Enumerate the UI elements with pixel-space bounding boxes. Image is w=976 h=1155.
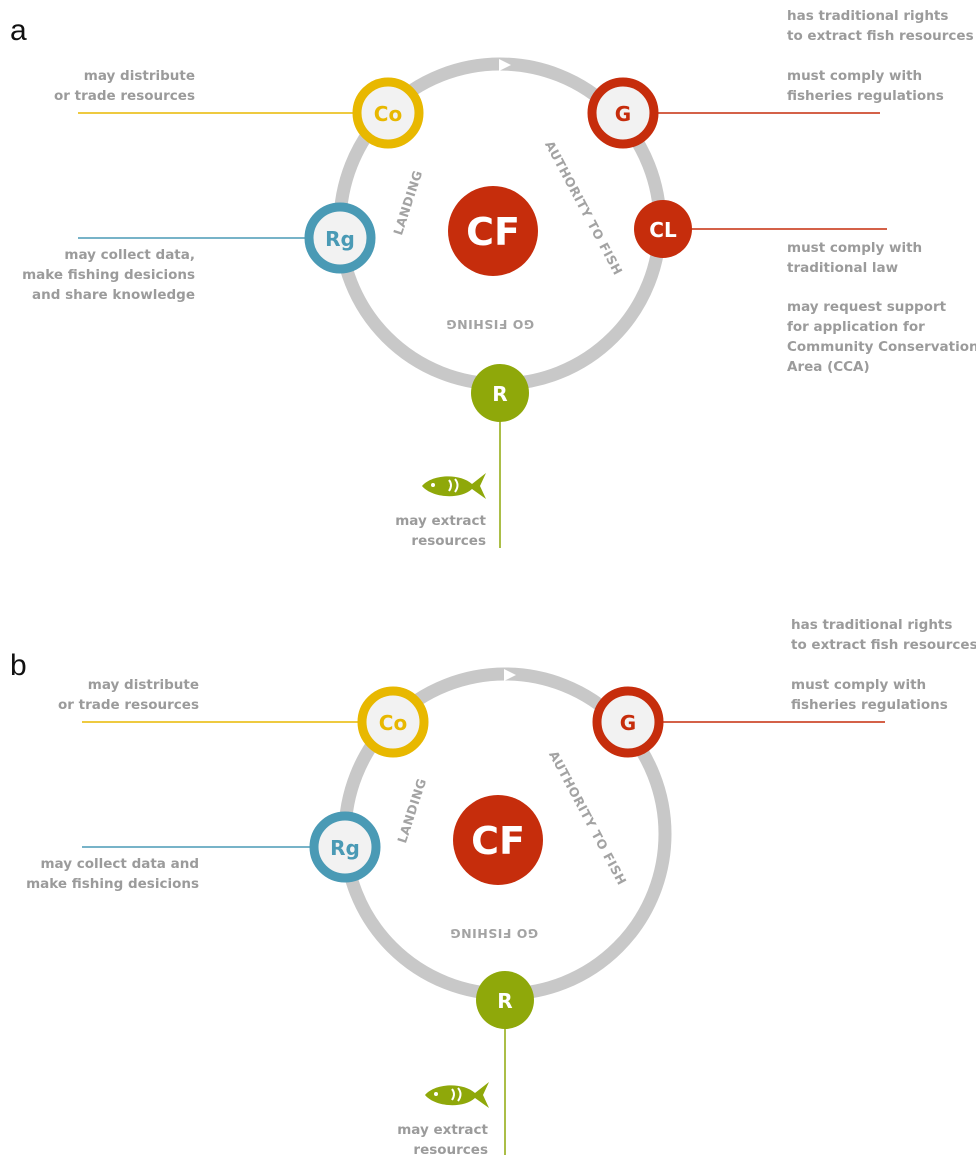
fish-icon [422, 473, 486, 499]
note-line: fisheries regulations [787, 88, 944, 104]
node-rg-label: Rg [325, 227, 355, 251]
note-line: fisheries regulations [791, 697, 948, 713]
note-line: may collect data, [64, 247, 195, 263]
node-co-label: Co [374, 102, 402, 126]
note-cl-law: must comply with traditional law [787, 240, 922, 276]
cycle-label-go-fishing: GO FISHING [450, 926, 538, 941]
cf-label: CF [466, 210, 520, 254]
node-g: G [592, 686, 664, 758]
note-g-rights: has traditional rights to extract fish r… [791, 617, 976, 653]
note-line: has traditional rights [791, 617, 952, 633]
node-g: G [587, 77, 659, 149]
node-rg: Rg [309, 811, 381, 883]
note-line: Area (CCA) [787, 359, 870, 375]
cycle-label-landing: LANDING [394, 776, 429, 845]
panel-letter: b [10, 649, 27, 682]
panel-a: a CF LANDING AUTHORITY TO FISH GO FISHIN… [10, 8, 976, 549]
note-line: Community Conservation [787, 339, 976, 355]
cf-node [453, 795, 543, 885]
note-line: may distribute [84, 68, 195, 84]
cycle-label-authority: AUTHORITY TO FISH [546, 748, 630, 887]
note-line: may collect data and [40, 856, 199, 872]
cycle-label-go-fishing: GO FISHING [446, 317, 534, 332]
cf-node [448, 186, 538, 276]
note-line: or trade resources [54, 88, 195, 104]
note-line: and share knowledge [32, 287, 195, 303]
note-line: make fishing desicions [22, 267, 195, 283]
note-co: may distribute or trade resources [58, 677, 199, 713]
node-r-label: R [492, 382, 507, 406]
note-line: must comply with [791, 677, 926, 693]
note-line: or trade resources [58, 697, 199, 713]
note-line: must comply with [787, 68, 922, 84]
note-g-rights: has traditional rights to extract fish r… [787, 8, 974, 44]
node-cl: CL [634, 200, 692, 258]
note-g-regulations: must comply with fisheries regulations [787, 68, 944, 104]
note-cl-cca: may request support for application for … [787, 299, 976, 375]
note-rg: may collect data and make fishing desici… [26, 856, 199, 892]
node-g-label: G [615, 102, 631, 126]
note-line: may request support [787, 299, 947, 315]
node-g-label: G [620, 711, 636, 735]
direction-arrow-icon [504, 669, 516, 681]
cycle-label-authority: AUTHORITY TO FISH [542, 138, 626, 277]
node-r: R [476, 971, 534, 1029]
note-line: must comply with [787, 240, 922, 256]
note-line: has traditional rights [787, 8, 948, 24]
note-line: may extract [397, 1122, 488, 1138]
node-r-label: R [497, 989, 512, 1013]
node-r: R [471, 364, 529, 422]
note-r: may extract resources [395, 513, 486, 549]
note-line: for application for [787, 319, 925, 335]
node-co-label: Co [379, 711, 407, 735]
note-line: resources [413, 1142, 488, 1155]
note-line: to extract fish resources [787, 28, 974, 44]
note-line: may extract [395, 513, 486, 529]
note-line: to extract fish resources [791, 637, 976, 653]
note-line: make fishing desicions [26, 876, 199, 892]
cycle-label-landing: LANDING [390, 168, 425, 237]
node-co: Co [352, 77, 424, 149]
note-g-regulations: must comply with fisheries regulations [791, 677, 948, 713]
note-line: resources [411, 533, 486, 549]
note-r: may extract resources [397, 1122, 488, 1155]
direction-arrow-icon [499, 59, 511, 71]
panel-b: b CF LANDING AUTHORITY TO FISH GO FISHIN… [10, 617, 976, 1155]
node-rg: Rg [304, 202, 376, 274]
node-cl-label: CL [649, 218, 677, 242]
node-rg-label: Rg [330, 836, 360, 860]
fish-icon [425, 1082, 489, 1108]
node-co: Co [357, 686, 429, 758]
cf-label: CF [471, 819, 525, 863]
note-line: traditional law [787, 260, 898, 276]
note-co: may distribute or trade resources [54, 68, 195, 104]
note-rg: may collect data, make fishing desicions… [22, 247, 195, 303]
panel-letter: a [10, 14, 27, 47]
note-line: may distribute [88, 677, 199, 693]
